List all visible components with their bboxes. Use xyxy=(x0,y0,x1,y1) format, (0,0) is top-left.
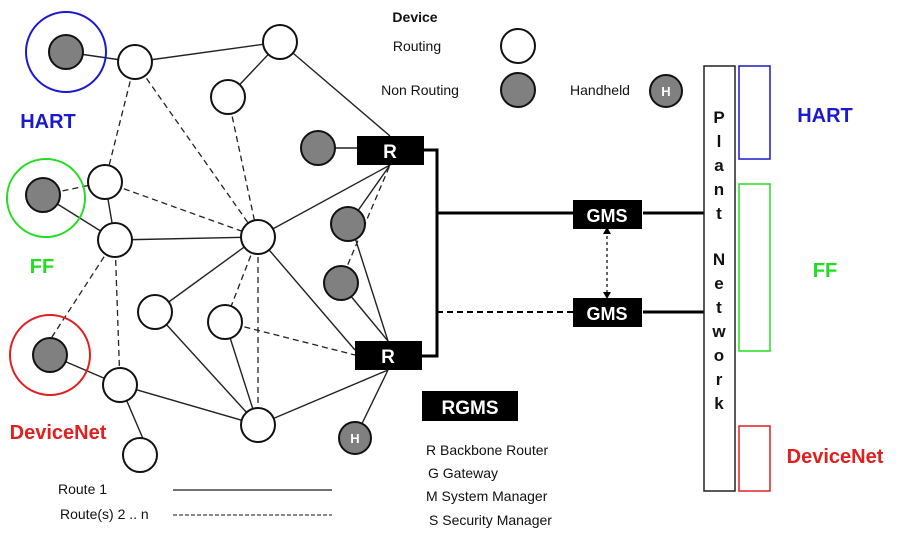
rgms-title: RGMS xyxy=(442,398,499,419)
legend-handheld-icon xyxy=(649,74,683,108)
rgms-item: M System Manager xyxy=(426,488,548,504)
plant-network-letter: w xyxy=(711,322,726,341)
plant-network-letter: e xyxy=(714,274,723,293)
plant-network-letter: P xyxy=(713,108,724,127)
routing-node[interactable] xyxy=(262,24,298,60)
hart-label-right: HART xyxy=(797,105,853,127)
non-routing-node[interactable] xyxy=(300,130,336,166)
handheld-node[interactable] xyxy=(338,421,372,455)
non-routing-node-devicenet[interactable] xyxy=(32,337,68,373)
routing-node[interactable] xyxy=(117,44,153,80)
gms-top[interactable]: GMS xyxy=(573,200,642,229)
routing-node[interactable] xyxy=(240,407,276,443)
non-routing-node-hart[interactable] xyxy=(48,34,84,70)
legend-route2-label: Route(s) 2 .. n xyxy=(60,506,149,522)
gms-bottom[interactable]: GMS xyxy=(573,298,642,327)
ff-segment xyxy=(738,183,771,352)
gms-bottom-label: GMS xyxy=(586,304,627,324)
non-routing-node[interactable] xyxy=(323,265,359,301)
link xyxy=(114,236,259,241)
routing-node[interactable] xyxy=(240,219,276,255)
arrow-up-icon xyxy=(603,227,611,234)
plant-network-letter: n xyxy=(714,180,724,199)
dashed-links xyxy=(42,61,391,425)
legend-routing-label: Routing xyxy=(393,38,441,54)
hart-label-left: HART xyxy=(20,111,76,133)
routing-node[interactable] xyxy=(210,79,246,115)
plant-network-letter: o xyxy=(714,346,724,365)
arrow-down-icon xyxy=(603,292,611,299)
router-top[interactable]: R xyxy=(357,136,424,165)
link xyxy=(257,369,389,426)
link xyxy=(224,321,356,356)
plant-network-bar xyxy=(703,65,736,492)
plant-network-letter: N xyxy=(713,250,725,269)
handheld-node-glyph: H xyxy=(350,431,359,446)
link xyxy=(114,239,121,386)
rgms-item: R Backbone Router xyxy=(426,442,549,458)
router-top-label: R xyxy=(383,142,397,163)
gms-top-label: GMS xyxy=(586,206,627,226)
link xyxy=(154,236,259,313)
link xyxy=(279,41,391,137)
link xyxy=(119,384,259,426)
non-routing-node-ff[interactable] xyxy=(25,177,61,213)
link xyxy=(154,311,259,426)
hart-segment xyxy=(738,65,771,160)
devicenet-segment xyxy=(738,425,771,492)
link xyxy=(349,221,389,342)
backbone xyxy=(422,148,704,358)
plant-network-letter: t xyxy=(716,298,722,317)
ff-ring xyxy=(6,158,86,238)
router-bottom[interactable]: R xyxy=(355,341,422,370)
link xyxy=(257,236,356,351)
link xyxy=(134,41,281,63)
rgms-item: G Gateway xyxy=(428,465,498,481)
link xyxy=(104,61,136,183)
routing-node[interactable] xyxy=(122,437,158,473)
routing-node[interactable] xyxy=(207,304,243,340)
router-bottom-label: R xyxy=(381,347,395,368)
link xyxy=(257,164,391,238)
ff-label-right: FF xyxy=(813,260,837,282)
rgms-item: S Security Manager xyxy=(429,512,552,528)
link xyxy=(134,61,259,238)
devicenet-label-left: DeviceNet xyxy=(10,422,107,444)
hart-ring xyxy=(25,11,107,93)
routing-node[interactable] xyxy=(102,367,138,403)
ff-label-left: FF xyxy=(30,256,54,278)
legend-non-routing-label: Non Routing xyxy=(381,82,459,98)
legend-routing-icon xyxy=(500,28,536,64)
plant-network-letter: k xyxy=(714,394,724,413)
rgms-badge xyxy=(422,391,518,421)
legend-handheld-glyph: H xyxy=(661,84,670,99)
legend-non-routing-icon xyxy=(500,72,536,108)
legend-route1-label: Route 1 xyxy=(58,481,107,497)
plant-network-letter: l xyxy=(717,132,722,151)
non-routing-node[interactable] xyxy=(330,206,366,242)
plant-network-letter: r xyxy=(716,370,723,389)
routing-node[interactable] xyxy=(97,222,133,258)
plant-network-letter: a xyxy=(714,156,724,175)
devicenet-ring xyxy=(9,314,91,396)
link xyxy=(224,321,259,426)
routing-node[interactable] xyxy=(137,294,173,330)
legend-handheld-label: Handheld xyxy=(570,82,630,98)
link xyxy=(104,181,259,238)
devicenet-label-right: DeviceNet xyxy=(787,446,884,468)
routing-node[interactable] xyxy=(87,164,123,200)
legend-device-title: Device xyxy=(392,9,437,25)
router-bus xyxy=(422,148,439,358)
plant-network-letter: t xyxy=(716,204,722,223)
link xyxy=(227,96,259,238)
